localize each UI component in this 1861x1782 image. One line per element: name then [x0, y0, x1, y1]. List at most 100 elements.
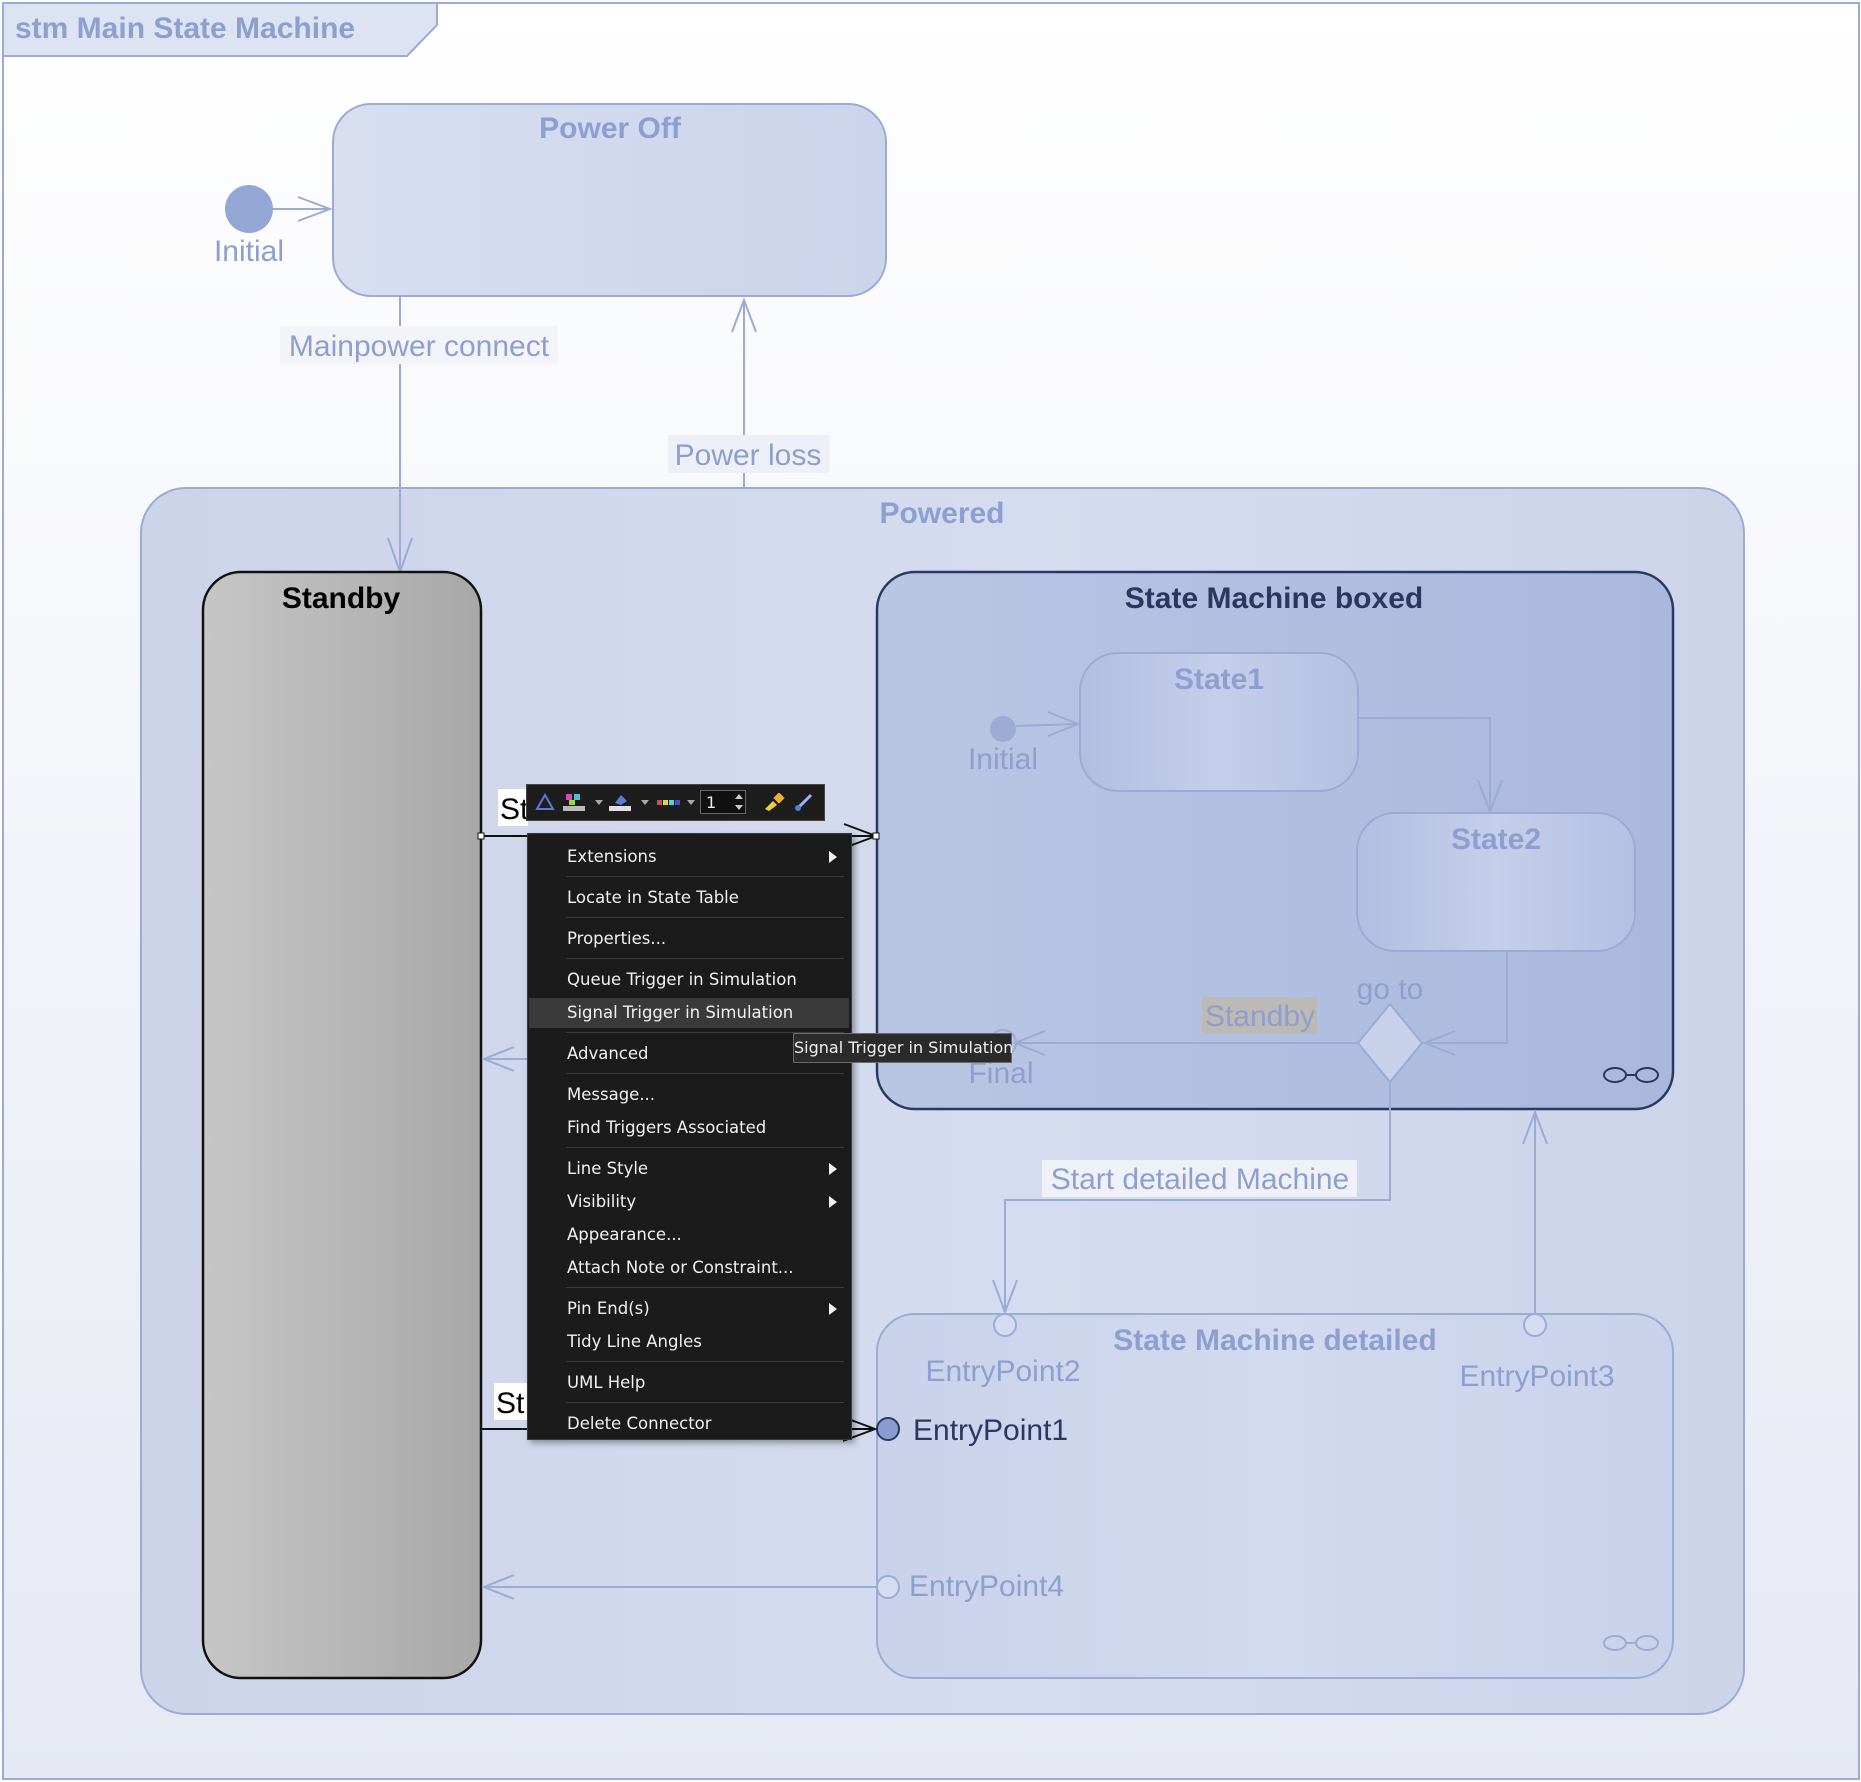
transition-st-lower-label: St — [496, 1387, 525, 1420]
submenu-arrow-icon — [829, 1196, 837, 1208]
menu-tooltip: Signal Trigger in Simulation — [793, 1033, 1013, 1063]
menu-item-delete-connector[interactable]: Delete Connector — [529, 1409, 849, 1439]
arrowhead — [731, 297, 757, 333]
initial-node-label: Initial — [214, 235, 284, 268]
menu-item-label: Appearance... — [567, 1225, 682, 1244]
transition-go-to-label: go to — [1357, 973, 1424, 1006]
line-color-dropdown-icon[interactable] — [641, 800, 649, 805]
initial-node[interactable] — [225, 185, 273, 233]
label-bg — [1202, 997, 1317, 1034]
connector-format-toolbar: 1 — [526, 784, 825, 821]
menu-item-properties[interactable]: Properties... — [529, 924, 849, 954]
menu-item-label: UML Help — [567, 1373, 646, 1392]
arrowhead — [992, 1279, 1018, 1315]
menu-item-find-triggers[interactable]: Find Triggers Associated — [529, 1113, 849, 1143]
state-power-off-label: Power Off — [539, 112, 682, 145]
state-standby[interactable] — [201, 570, 483, 1680]
entry-point-4-label: EntryPoint4 — [909, 1570, 1064, 1603]
arrowhead — [842, 1416, 878, 1442]
arrowhead — [1422, 1030, 1456, 1056]
connector-context-menu: Extensions Locate in State Table Propert… — [527, 833, 852, 1440]
menu-item-queue-trigger[interactable]: Queue Trigger in Simulation — [529, 965, 849, 995]
entry-point-2-label: EntryPoint2 — [925, 1355, 1080, 1388]
text-color-dropdown-icon[interactable] — [687, 800, 695, 805]
label-bg — [494, 1383, 528, 1420]
state-state2[interactable] — [1356, 812, 1636, 952]
menu-item-label: Message... — [567, 1085, 656, 1104]
submenu-arrow-icon — [829, 1163, 837, 1175]
menu-separator — [566, 1147, 844, 1148]
menu-item-label: Extensions — [567, 847, 657, 866]
line-width-spinner[interactable]: 1 — [700, 790, 746, 814]
label-bg — [498, 789, 528, 826]
menu-item-visibility[interactable]: Visibility — [529, 1187, 849, 1217]
menu-item-locate-in-state-table[interactable]: Locate in State Table — [529, 883, 849, 913]
arrowhead — [297, 196, 333, 222]
state-machine-boxed[interactable] — [875, 570, 1675, 1111]
entry-point-1-label: EntryPoint1 — [913, 1414, 1068, 1447]
menu-item-label: Delete Connector — [567, 1414, 712, 1433]
menu-item-label: Advanced — [567, 1044, 649, 1063]
arrowhead — [1047, 711, 1081, 737]
composite-state-icon — [1603, 1067, 1659, 1083]
inner-initial-node[interactable] — [990, 716, 1016, 742]
entry-point-2[interactable] — [993, 1313, 1017, 1337]
selection-handle[interactable] — [872, 832, 880, 840]
menu-item-line-style[interactable]: Line Style — [529, 1154, 849, 1184]
fill-color-icon[interactable] — [563, 793, 591, 811]
state-state1[interactable] — [1079, 652, 1359, 792]
menu-item-extensions[interactable]: Extensions — [529, 842, 849, 872]
text-color-icon[interactable] — [655, 793, 683, 811]
state-powered-label: Powered — [879, 497, 1004, 530]
transition-st-upper-label: St — [500, 793, 529, 826]
state-machine-detailed[interactable] — [876, 1313, 1674, 1679]
transition-mainpower-label: Mainpower connect — [289, 330, 550, 363]
entry-point-1[interactable] — [876, 1417, 900, 1441]
state-machine-boxed-label: State Machine boxed — [1125, 582, 1423, 615]
menu-separator — [566, 917, 844, 918]
transition-standby-guard-label: Standby — [1205, 1000, 1315, 1033]
label-bg — [280, 326, 558, 364]
menu-item-label: Tidy Line Angles — [567, 1332, 702, 1351]
spinner-up-icon[interactable] — [735, 794, 743, 799]
entry-point-3[interactable] — [1523, 1313, 1547, 1337]
menu-item-advanced[interactable]: Advanced — [529, 1039, 849, 1069]
label-bg — [668, 435, 830, 473]
fill-color-dropdown-icon[interactable] — [595, 800, 603, 805]
menu-item-label: Pin End(s) — [567, 1299, 650, 1318]
inner-initial-label: Initial — [968, 743, 1038, 776]
state-machine-detailed-label: State Machine detailed — [1113, 1324, 1436, 1357]
menu-item-signal-trigger[interactable]: Signal Trigger in Simulation — [529, 998, 849, 1028]
submenu-arrow-icon — [829, 851, 837, 863]
spinner-down-icon[interactable] — [735, 805, 743, 810]
line-color-icon[interactable] — [609, 793, 637, 811]
state-power-off[interactable] — [332, 103, 887, 297]
brush-icon[interactable] — [793, 793, 817, 811]
menu-item-appearance[interactable]: Appearance... — [529, 1220, 849, 1250]
arrowhead — [1522, 1109, 1548, 1145]
menu-separator — [566, 1032, 844, 1033]
format-painter-icon[interactable] — [763, 793, 787, 811]
transition-start-detailed-machine[interactable] — [1004, 1082, 1391, 1312]
menu-item-label: Queue Trigger in Simulation — [567, 970, 797, 989]
transition-state1-to-state2[interactable] — [1358, 717, 1491, 812]
transition-state2-to-choice[interactable] — [1425, 952, 1508, 1044]
transition-power-loss-label: Power loss — [675, 439, 822, 472]
menu-item-uml-help[interactable]: UML Help — [529, 1368, 849, 1398]
menu-item-attach-note[interactable]: Attach Note or Constraint... — [529, 1253, 849, 1283]
menu-separator — [566, 1287, 844, 1288]
menu-item-pin-ends[interactable]: Pin End(s) — [529, 1294, 849, 1324]
transition-start-detailed-label: Start detailed Machine — [1051, 1163, 1350, 1196]
menu-item-label: Find Triggers Associated — [567, 1118, 767, 1137]
composite-state-icon — [1603, 1635, 1659, 1651]
entry-point-4[interactable] — [876, 1575, 900, 1599]
menu-item-tidy-line-angles[interactable]: Tidy Line Angles — [529, 1327, 849, 1357]
line-style-icon[interactable] — [535, 793, 555, 811]
state-state2-label: State2 — [1451, 823, 1541, 856]
transition-inner-initial-to-state1[interactable] — [1015, 723, 1079, 727]
frame-title-tab — [2, 2, 438, 57]
state-standby-label: Standby — [282, 582, 401, 615]
menu-item-message[interactable]: Message... — [529, 1080, 849, 1110]
selection-handle[interactable] — [477, 832, 485, 840]
arrowhead — [1477, 779, 1503, 815]
